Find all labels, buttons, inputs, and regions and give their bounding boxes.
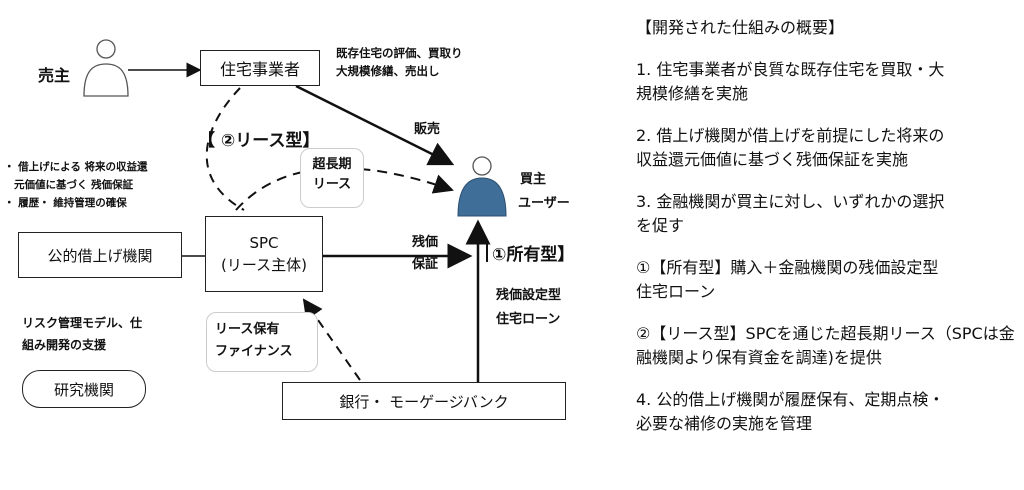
housing-company-note-line2: 大規模修繕、売出し xyxy=(336,64,440,78)
buyer-person-icon xyxy=(457,156,507,217)
summary-item3-line1: 3. 金融機関が買主に対し、いずれかの選択 xyxy=(636,192,945,211)
user-label: ユーザー xyxy=(518,196,570,211)
left-bullet-line3: ・ 履歴・ 維持管理の確保 xyxy=(4,197,127,209)
seller-person-icon xyxy=(83,39,129,97)
sale-label: 販売 xyxy=(414,122,441,137)
housing-company-note-line1: 既存住宅の評価、買取り xyxy=(336,46,463,60)
left-bullet-line1: ・ 借上げによる 将来の収益還 xyxy=(4,161,148,173)
residual-loan-line1: 残価設定型 xyxy=(496,288,562,303)
arrow-sale xyxy=(295,84,455,166)
summary-option2-line1: ②【リース型】SPCを通じた超長期リース（SPCは金 xyxy=(636,324,1015,343)
left-bullet-line2: 元価値に基づく 残価保証 xyxy=(14,179,134,191)
risk-support-line2: 組み開発の支援 xyxy=(22,338,107,352)
summary-panel: 【開発された仕組みの概要】 1. 住宅事業者が良質な既存住宅を買取・大 規模修繕… xyxy=(636,16,1016,436)
summary-item2-line2: 収益還元価値に基づく残価保証を実施 xyxy=(636,150,909,169)
residual-loan-line2: 住宅ローン xyxy=(496,312,561,327)
residual-line1: 残価 xyxy=(412,235,439,250)
lease-type-label: 【 ②リース型】 xyxy=(198,131,320,151)
spc-box: SPC (リース主体) xyxy=(205,216,323,292)
summary-item4-line2: 必要な補修の実施を管理 xyxy=(636,414,813,433)
housing-company-box: 住宅事業者 xyxy=(200,50,320,86)
summary-item1-line2: 規模修繕を実施 xyxy=(636,84,749,103)
left-bullets: ・ 借上げによる 将来の収益還 元価値に基づく 残価保証 ・ 履歴・ 維持管理の… xyxy=(4,158,148,212)
summary-item2-line1: 2. 借上げ機関が借上げを前提にした将来の xyxy=(636,126,945,145)
ownership-bracket xyxy=(486,244,491,262)
housing-company-note: 既存住宅の評価、買取り 大規模修繕、売出し xyxy=(336,44,463,80)
super-long-lease-line1: 超長期 xyxy=(312,157,352,172)
summary-option2-line2: 融機関より保有資金を調達)を提供 xyxy=(636,348,882,367)
lease-finance-bubble: リース保有 ファイナンス xyxy=(206,312,318,372)
diagram-connectors xyxy=(83,39,507,382)
spc-label: SPC xyxy=(249,234,279,252)
buyer-label: 買主 xyxy=(520,172,547,187)
super-long-lease-bubble: 超長期 リース xyxy=(300,148,364,208)
lease-finance-line1: リース保有 xyxy=(215,322,280,337)
research-org-box: 研究機関 xyxy=(22,370,146,408)
bank-box: 銀行・ モーゲージバンク xyxy=(282,382,566,420)
lease-finance-line2: ファイナンス xyxy=(215,344,293,359)
summary-item1-line1: 1. 住宅事業者が良質な既存住宅を買取・大 xyxy=(636,60,945,79)
spc-sublabel: (リース主体) xyxy=(221,256,307,274)
residual-line2: 保証 xyxy=(412,257,439,272)
housing-company-label: 住宅事業者 xyxy=(219,60,300,79)
summary-item3-line2: を促す xyxy=(636,216,685,235)
residual-loan-label: 残価設定型 住宅ローン xyxy=(496,284,561,332)
summary-option1-line1: ①【所有型】購入＋金融機関の残価設定型 xyxy=(636,258,939,277)
seller-label: 売主 xyxy=(38,66,71,85)
public-leasing-org-label: 公的借上げ機関 xyxy=(47,246,153,265)
ownership-type-label: ①所有型】 xyxy=(492,245,575,265)
summary-title: 【開発された仕組みの概要】 xyxy=(636,18,845,37)
risk-support-note: リスク管理モデル、仕 組み開発の支援 xyxy=(22,312,142,356)
bank-label: 銀行・ モーゲージバンク xyxy=(339,392,509,411)
super-long-lease-line2: リース xyxy=(312,177,352,192)
public-leasing-org-box: 公的借上げ機関 xyxy=(18,232,182,278)
dashed-company-to-spc xyxy=(205,87,245,211)
summary-item4-line1: 4. 公的借上げ機関が履歴保有、定期点検・ xyxy=(636,390,945,409)
research-org-label: 研究機関 xyxy=(53,380,114,399)
risk-support-line1: リスク管理モデル、仕 xyxy=(22,316,143,330)
residual-guarantee-label: 残価 保証 xyxy=(412,232,438,276)
summary-option1-line2: 住宅ローン xyxy=(636,282,716,301)
